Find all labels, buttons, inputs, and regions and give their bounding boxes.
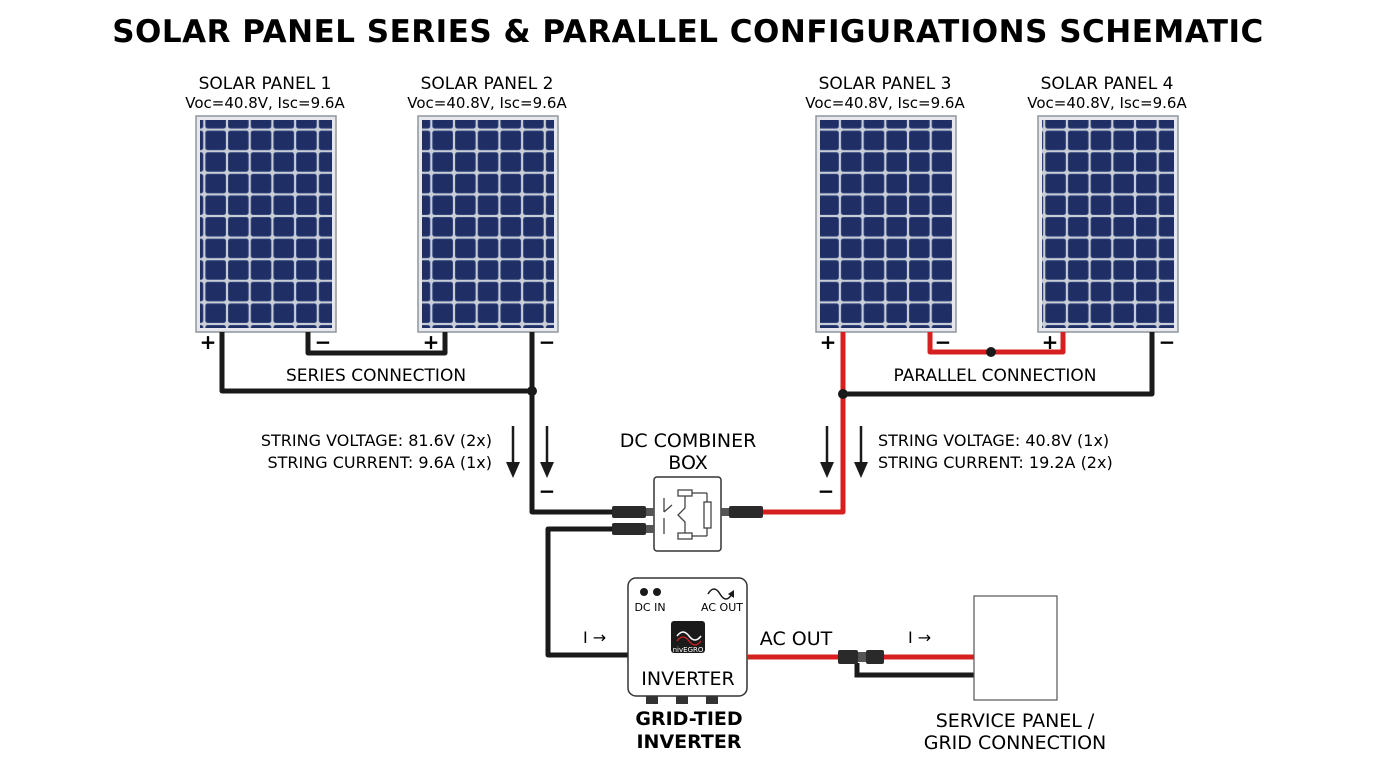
inverter-caption-line1: GRID-TIED (635, 708, 742, 730)
solar-panel-4 (1037, 115, 1179, 333)
panel-1-minus-terminal: − (315, 330, 332, 354)
series-string-voltage: STRING VOLTAGE: 81.6V (2x) (261, 431, 492, 450)
panel-4-minus-terminal: − (1159, 330, 1176, 354)
mc4-connector-left-top (612, 506, 654, 518)
inverter-ac-out-label: AC OUT (701, 601, 743, 614)
panel-3-plus-terminal: + (820, 330, 837, 354)
parallel-junction-node-red (986, 347, 996, 357)
parallel-string-current: STRING CURRENT: 19.2A (2x) (878, 453, 1113, 472)
combiner-input-minus-left: − (539, 479, 556, 503)
combiner-title-line2: BOX (668, 452, 707, 474)
ac-output-current-arrow: I → (908, 628, 931, 647)
solar-panel-1 (195, 115, 337, 333)
parallel-wiring (735, 332, 1155, 515)
parallel-connection-label: PARALLEL CONNECTION (894, 366, 1097, 386)
inverter-dc-in-label: DC IN (634, 601, 665, 614)
service-panel-caption-line1: SERVICE PANEL / (936, 710, 1095, 732)
dc-combiner-box (653, 476, 722, 552)
ac-wave-icon (707, 588, 733, 600)
inverter-logo-label: INVERTER (641, 668, 734, 690)
panel-1-specs: Voc=40.8V, Isc=9.6A (185, 94, 345, 112)
ac-output-wiring (747, 654, 974, 678)
panel-1-title: SOLAR PANEL 1 (199, 74, 332, 94)
flow-arrows (506, 426, 868, 478)
panel-3-title: SOLAR PANEL 3 (819, 74, 952, 94)
mc4-connector-left-bottom (612, 523, 654, 535)
dc-input-current-arrow: I → (583, 628, 606, 647)
series-connection-label: SERIES CONNECTION (286, 366, 466, 386)
combiner-input-minus-right: − (818, 479, 835, 503)
panel-1-plus-terminal: + (200, 330, 217, 354)
panel-2-minus-terminal: − (539, 330, 556, 354)
inverter-brand: nivEGRO (673, 646, 704, 654)
series-string-current: STRING CURRENT: 9.6A (1x) (267, 453, 492, 472)
panel-2-specs: Voc=40.8V, Isc=9.6A (407, 94, 567, 112)
parallel-junction-node-black (838, 389, 848, 399)
panel-4-plus-terminal: + (1042, 330, 1059, 354)
panel-2-title: SOLAR PANEL 2 (421, 74, 554, 94)
solar-panel-2 (417, 115, 559, 333)
ac-connector (838, 650, 884, 664)
panel-2-plus-terminal: + (423, 330, 440, 354)
inverter-caption-line2: INVERTER (636, 731, 741, 753)
panel-4-title: SOLAR PANEL 4 (1041, 74, 1174, 94)
service-panel-caption-line2: GRID CONNECTION (924, 732, 1107, 754)
ac-out-label: AC OUT (760, 628, 833, 650)
service-panel-box (973, 595, 1058, 701)
panel-4-specs: Voc=40.8V, Isc=9.6A (1027, 94, 1187, 112)
ac-arrow-icon (728, 590, 734, 598)
inverter-logo-icon (671, 621, 705, 653)
solar-panel-3 (815, 115, 957, 333)
mc4-connector-right (721, 506, 763, 518)
series-junction-node (527, 386, 537, 396)
parallel-string-voltage: STRING VOLTAGE: 40.8V (1x) (878, 431, 1109, 450)
page-title: SOLAR PANEL SERIES & PARALLEL CONFIGURAT… (112, 14, 1264, 50)
panel-3-specs: Voc=40.8V, Isc=9.6A (805, 94, 965, 112)
combiner-title-line1: DC COMBINER (620, 430, 757, 452)
panel-3-minus-terminal: − (935, 330, 952, 354)
